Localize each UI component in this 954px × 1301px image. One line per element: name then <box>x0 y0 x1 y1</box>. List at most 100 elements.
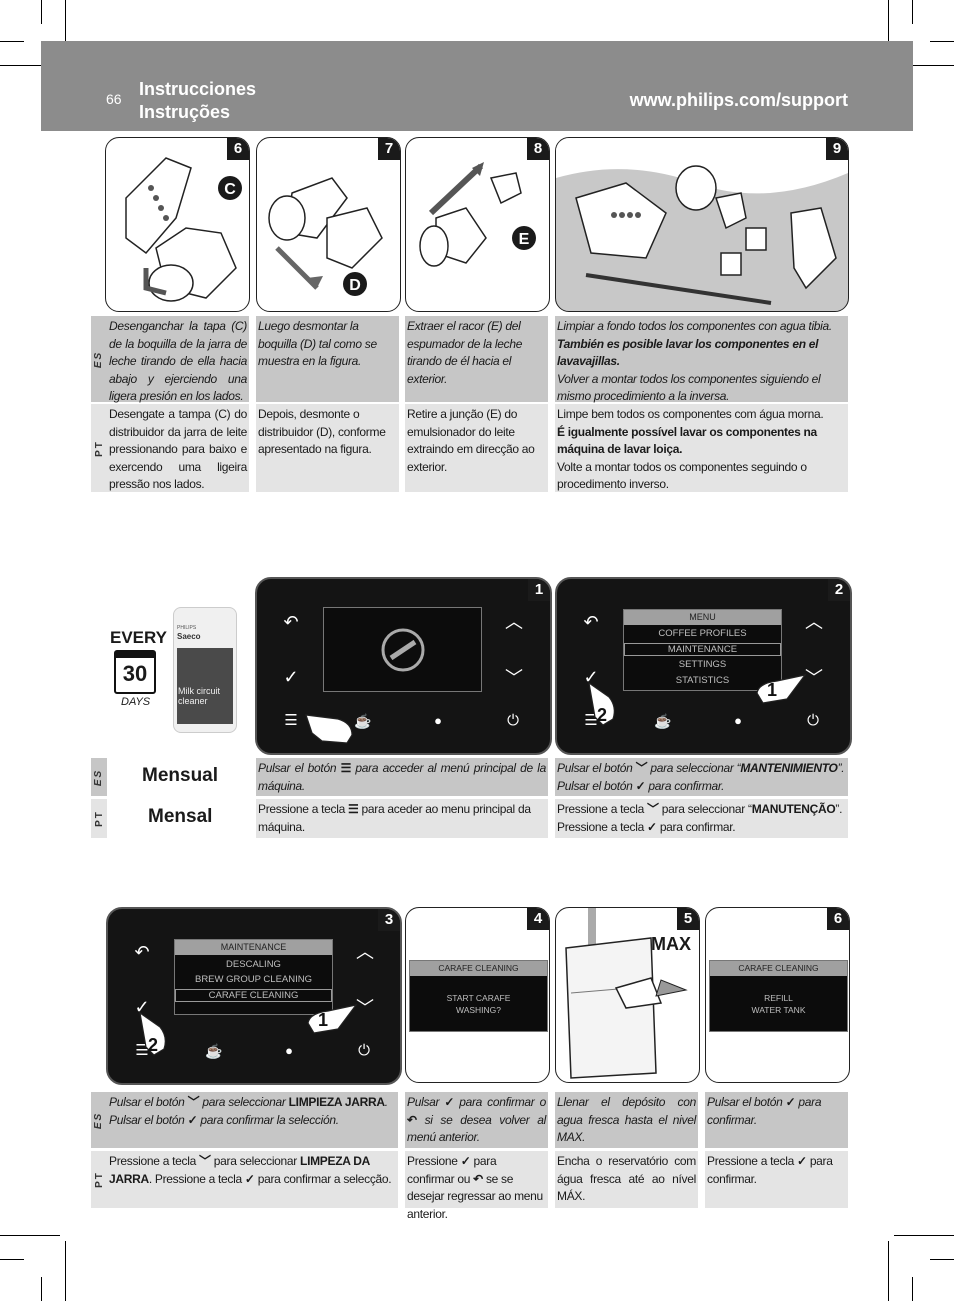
illustration-step-6: 6 C <box>105 137 250 312</box>
crop-mark <box>41 1277 42 1301</box>
step-number: 8 <box>527 138 549 160</box>
coffee-bean-icon[interactable]: ● <box>285 1043 293 1058</box>
step9-es-line1: Limpiar a fondo todos los componentes co… <box>557 319 832 333</box>
menu-item-coffee-profiles[interactable]: COFFEE PROFILES <box>658 628 747 639</box>
step7-text-es: Luego desmontar la boquilla (D) tal como… <box>256 316 399 402</box>
title-es: Instrucciones <box>139 79 257 99</box>
back-icon: ↶ <box>407 1112 417 1127</box>
crop-mark <box>930 1259 954 1260</box>
check-icon[interactable]: ✓ <box>283 667 299 687</box>
display-screen: MENU COFFEE PROFILES MAINTENANCE SETTING… <box>623 609 782 691</box>
lang-label-pt: PT <box>91 799 107 838</box>
coffee-bean-icon[interactable]: ● <box>734 713 742 728</box>
washed-components-illustration <box>556 138 848 305</box>
milk-drink-icon[interactable]: ☕ <box>205 1043 223 1059</box>
step-number: 6 <box>827 908 849 930</box>
lang-label-es: ES <box>91 758 107 796</box>
step6-confirm-text-es: Pulsar el botón ✓ para confirmar. <box>705 1092 848 1148</box>
down-icon: ﹀ <box>647 802 659 816</box>
step3-text-pt: Pressione a tecla ﹀ para seleccionar LIM… <box>107 1151 398 1208</box>
milk-drink-icon[interactable]: ☕ <box>354 713 372 729</box>
machine-panel-step-2: 2 MENU COFFEE PROFILES MAINTENANCE SETTI… <box>555 577 852 755</box>
support-link[interactable]: www.philips.com/support <box>629 90 848 110</box>
down-icon[interactable]: ﹀ <box>356 998 374 1018</box>
check-icon[interactable]: ✓ <box>134 997 150 1017</box>
step-number: 1 <box>528 579 550 601</box>
step8-text-pt: Retire a junção (E) do emulsionador do l… <box>405 404 548 492</box>
back-icon[interactable]: ↶ <box>283 612 299 632</box>
title-pt: Instruções <box>139 102 231 122</box>
menu-item-maintenance[interactable]: MAINTENANCE <box>624 643 781 656</box>
step9-text-pt: Limpe bem todos os componentes com água … <box>555 404 848 492</box>
milk-drink-icon[interactable]: ☕ <box>654 713 672 729</box>
illustration-step-8: 8 E <box>405 137 550 312</box>
coffee-bean-icon[interactable]: ● <box>434 713 442 728</box>
pointing-hand-icon-2: 2 <box>139 1011 166 1056</box>
step6-text-es: Desenganchar la tapa (C) de la boquilla … <box>107 316 249 403</box>
power-icon[interactable]: ⏻ <box>807 712 819 729</box>
crop-mark <box>0 65 60 66</box>
check-icon: ✓ <box>444 1095 455 1109</box>
down-icon: ﹀ <box>199 1154 211 1168</box>
step-number: 6 <box>227 138 249 160</box>
check-icon: ✓ <box>460 1154 471 1168</box>
menu-icon: ☰ <box>340 761 352 775</box>
step-number: 7 <box>378 138 400 160</box>
lang-label-es: ES <box>91 1092 107 1148</box>
screen-panel-step-6: 6 CARAFE CLEANING REFILL WATER TANK <box>705 907 850 1083</box>
illustration-step-7: 7 D <box>256 137 401 312</box>
svg-text:1: 1 <box>318 1010 328 1030</box>
frequency-pt: Mensal <box>148 806 213 827</box>
menu-title: MAINTENANCE <box>175 940 332 955</box>
screen-title: CARAFE CLEANING <box>410 961 547 976</box>
saeco-logo-icon <box>381 628 425 672</box>
menu-item-descaling[interactable]: DESCALING <box>226 959 281 970</box>
step9-pt-line1: Limpe bem todos os componentes com água … <box>557 407 824 421</box>
down-icon[interactable]: ﹀ <box>805 668 823 688</box>
step4-text-es: Pulsar ✓ para confirmar o ↶ si se desea … <box>405 1092 548 1148</box>
step3-text-es: Pulsar el botón ﹀ para seleccionar LIMPI… <box>107 1092 398 1148</box>
check-icon: ✓ <box>647 819 657 834</box>
step9-text-es: Limpiar a fondo todos los componentes co… <box>555 316 848 403</box>
back-icon: ↶ <box>473 1171 483 1186</box>
menu-icon: ☰ <box>348 802 359 816</box>
step8-text-es: Extraer el racor (E) del espumador de la… <box>405 316 548 402</box>
menu-icon[interactable]: ☰ <box>284 712 298 729</box>
check-icon[interactable]: ✓ <box>583 667 599 687</box>
crop-mark <box>930 41 954 42</box>
power-icon[interactable]: ⏻ <box>358 1042 370 1059</box>
illustration-step-5: 5 MAX <box>555 907 700 1083</box>
up-icon[interactable]: ︿ <box>805 612 823 632</box>
back-icon[interactable]: ↶ <box>583 612 599 632</box>
step9-pt-line3: Volte a montar todos os componentes segu… <box>557 459 807 492</box>
screen-line-2: WATER TANK <box>751 1005 806 1015</box>
up-icon[interactable]: ︿ <box>505 612 523 632</box>
crop-mark <box>0 41 24 42</box>
step-number: 3 <box>378 909 400 931</box>
screen-panel-step-4: 4 CARAFE CLEANING START CARAFE WASHING? <box>405 907 550 1083</box>
step1-text-pt: Pressione a tecla ☰ para aceder ao menu … <box>256 799 548 838</box>
down-icon[interactable]: ﹀ <box>505 668 523 688</box>
menu-item-brew-group-cleaning[interactable]: BREW GROUP CLEANING <box>194 974 312 985</box>
screen-line-2: WASHING? <box>455 1005 502 1015</box>
power-icon[interactable]: ⏻ <box>507 712 519 729</box>
menu-item-settings[interactable]: SETTINGS <box>678 659 727 670</box>
menu-item-statistics[interactable]: STATISTICS <box>675 675 730 686</box>
pointing-hand-icon-1: 1 <box>756 674 807 704</box>
down-icon: ﹀ <box>635 761 648 775</box>
crop-mark <box>65 1241 66 1301</box>
back-icon[interactable]: ↶ <box>134 942 150 962</box>
crop-mark <box>0 1235 60 1236</box>
menu-item-carafe-cleaning[interactable]: CARAFE CLEANING <box>175 989 332 1002</box>
check-icon: ✓ <box>797 1154 807 1168</box>
up-icon[interactable]: ︿ <box>356 942 374 962</box>
page-title: Instrucciones Instruções <box>139 78 256 124</box>
crop-mark <box>888 1241 889 1301</box>
calendar-days: DAYS <box>121 696 151 708</box>
lang-label-pt: PT <box>91 404 107 492</box>
svg-text:2: 2 <box>148 1035 158 1055</box>
illustration-step-9: 9 <box>555 137 849 312</box>
svg-text:2: 2 <box>597 705 607 725</box>
